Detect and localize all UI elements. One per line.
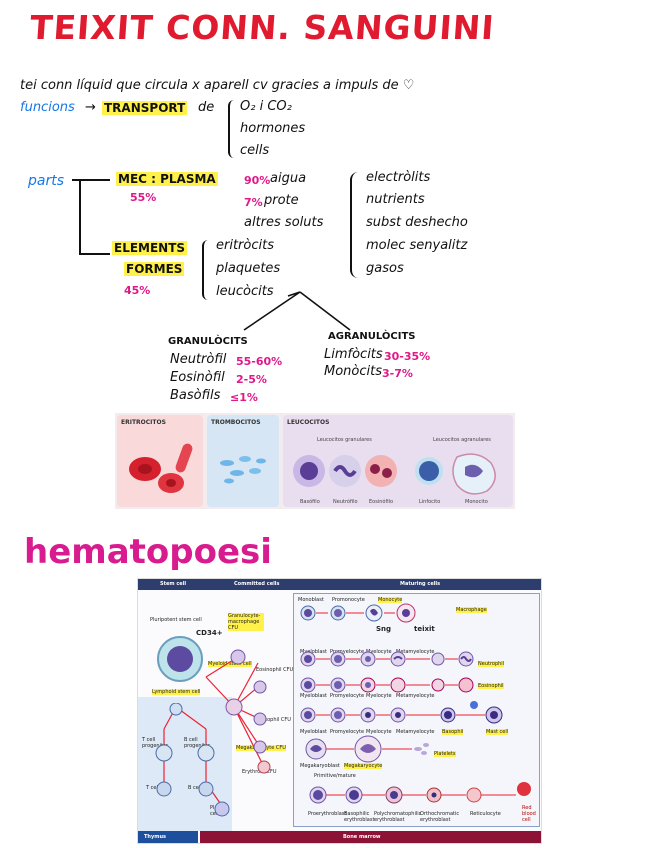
plasma-percent: 55%	[130, 191, 156, 204]
elements-brace	[202, 240, 210, 300]
eritrocitos-label: ERITROCITOS	[121, 419, 166, 426]
lymphoid-cells-image	[148, 703, 232, 827]
cell-caption: Monocito	[465, 499, 488, 505]
cell-caption: Basófilo	[300, 499, 320, 505]
cell-caption: Neutrófilo	[333, 499, 358, 505]
elements-label-2: FORMES	[124, 262, 184, 276]
element-item: eritròcits	[216, 238, 274, 253]
leucocytes-image	[287, 445, 513, 497]
plasma-comp-pct: 90%	[244, 174, 270, 187]
intro-text: tei conn líquid que circula x aparell cv…	[20, 78, 414, 93]
plasma-comp-name: altres soluts	[244, 215, 323, 230]
platelets-image	[215, 449, 275, 489]
elements-percent: 45%	[124, 284, 150, 297]
funcions-arrow: →	[85, 100, 96, 115]
agranulares-label: Leucocitos agranulares	[433, 437, 491, 443]
thymus-label: Thymus	[144, 834, 166, 840]
agranulocit-name: Limfòcits	[324, 347, 383, 362]
pluripotent-label: Pluripotent stem cell	[150, 617, 202, 623]
hematopoesi-title: hematopoesi	[24, 532, 272, 572]
funcions-item: O₂ i CO₂	[240, 99, 292, 114]
solut-item: gasos	[366, 261, 404, 276]
trombocitos-label: TROMBOCITOS	[211, 419, 261, 426]
granulocit-pct: ≤1%	[230, 391, 258, 404]
hematopoiesis-diagram: Stem cell Committed cells Maturing cells…	[137, 578, 542, 844]
bone-marrow-label: Bone marrow	[343, 834, 381, 840]
solut-item: nutrients	[366, 192, 425, 207]
plasma-comp-name: prote	[264, 193, 299, 208]
agranulocit-name: Monòcits	[324, 364, 382, 379]
funcions-brace	[228, 100, 236, 158]
lymphoid-label: Lymphoid stem cell	[152, 689, 200, 695]
leucocitos-label: LEUCOCITOS	[287, 419, 329, 426]
granulocit-pct: 2-5%	[236, 373, 267, 386]
parts-label: parts	[28, 173, 64, 189]
element-item: plaquetes	[216, 261, 280, 276]
solut-item: subst deshecho	[366, 215, 468, 230]
page-title: TEIXIT CONN. SANGUINI	[29, 8, 496, 47]
parts-tree-lines	[70, 170, 120, 270]
header-committed: Committed cells	[234, 581, 280, 587]
granulocits-title: GRANULÒCITS	[168, 336, 248, 347]
agranulocits-title: AGRANULÒCITS	[328, 331, 415, 342]
cell-caption: Eosinófilo	[369, 499, 393, 505]
header-maturing: Maturing cells	[400, 581, 440, 587]
header-stem-cell: Stem cell	[160, 581, 186, 587]
mec-plasma-label: MEC : PLASMA	[116, 172, 218, 186]
granulocit-name: Basòfils	[170, 388, 220, 403]
diagram-header-bar	[138, 579, 541, 590]
solut-item: molec senyalitz	[366, 238, 467, 253]
plasma-comp-name: aigua	[270, 171, 306, 186]
granulocit-pct: 55-60%	[236, 355, 282, 368]
funcions-item: hormones	[240, 121, 305, 136]
granulares-label: Leucocitos granulares	[317, 437, 372, 443]
funcions-label: funcions	[20, 100, 75, 115]
transport-label: TRANSPORT	[102, 101, 187, 115]
soluts-brace	[350, 172, 360, 278]
blood-cells-figure: ERITROCITOS TROMBOCITOS LEUCOCITOS Leuco…	[115, 413, 515, 509]
plasma-comp-pct: 7%	[244, 196, 263, 209]
agranulocit-pct: 30-35%	[384, 350, 430, 363]
maturing-cells-image	[298, 603, 541, 813]
funcions-item: cells	[240, 143, 269, 158]
elements-label-1: ELEMENTS	[112, 241, 187, 255]
cell-caption: Linfocito	[419, 499, 440, 505]
granulocit-name: Neutròfil	[170, 352, 226, 367]
gm-cfu-label: Granulocyte-macrophage CFU	[228, 613, 264, 631]
agranulocit-pct: 3-7%	[382, 367, 413, 380]
transport-de: de	[198, 100, 214, 115]
red-blood-cells-image	[125, 439, 201, 501]
solut-item: electròlits	[366, 170, 430, 185]
granulocit-name: Eosinòfil	[170, 370, 225, 385]
